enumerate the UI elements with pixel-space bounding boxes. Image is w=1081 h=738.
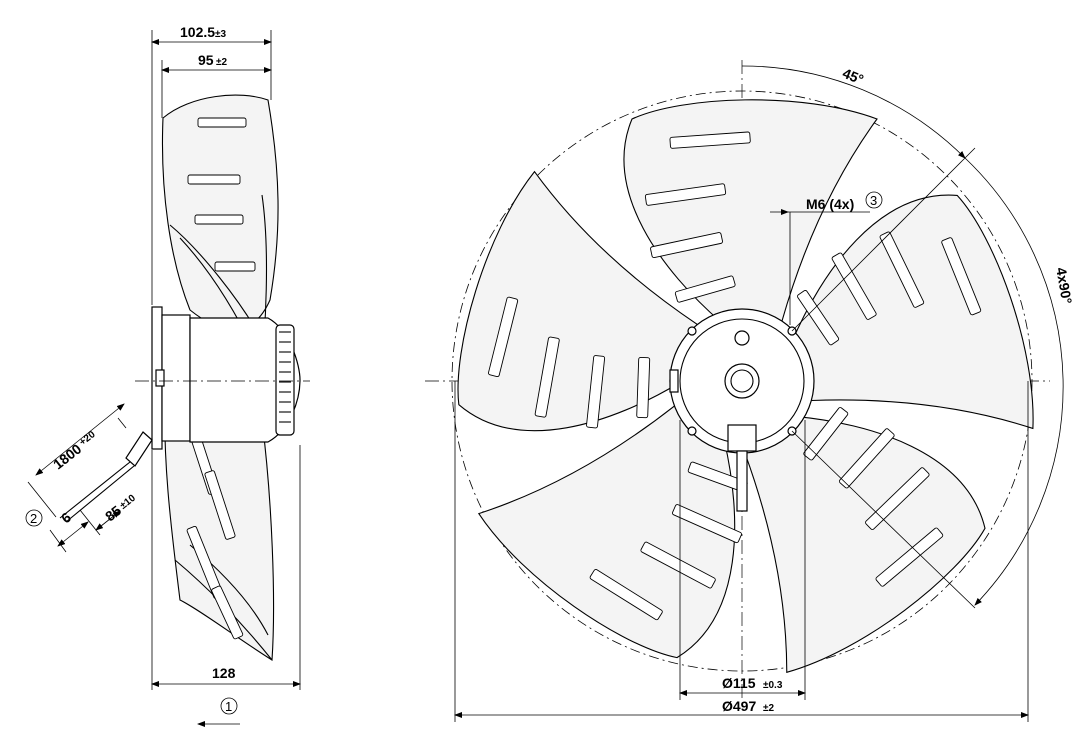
svg-text:1: 1 [225, 699, 232, 714]
dim-cable-length: 1800 +20 [50, 429, 98, 472]
dim-overall-depth: 102.5 ±3 [180, 24, 226, 40]
dim-fan-diameter: Ø497 ±2 [722, 698, 774, 714]
dim-thread: M6 (4x) [806, 196, 854, 212]
svg-text:±0.3: ±0.3 [763, 680, 783, 691]
front-view [425, 60, 1064, 722]
front-hub [669, 308, 815, 512]
svg-text:±2: ±2 [216, 57, 227, 68]
side-dimensions [27, 30, 301, 690]
dim-blade-depth: 95 ±2 [198, 52, 227, 68]
outer-diameter-circle [451, 90, 1033, 672]
side-upper-blade [161, 94, 279, 330]
svg-text:3: 3 [870, 193, 877, 208]
svg-text:Ø497: Ø497 [722, 698, 756, 714]
svg-text:±10: ±10 [118, 493, 138, 512]
svg-text:±3: ±3 [215, 29, 226, 40]
svg-text:2: 2 [30, 511, 37, 526]
svg-text:1800: 1800 [50, 440, 85, 472]
svg-text:+20: +20 [77, 429, 97, 448]
dim-hub-diameter: Ø115 ±0.3 [722, 675, 783, 691]
side-upper-slots [187, 117, 256, 272]
svg-text:102.5: 102.5 [180, 24, 215, 40]
svg-text:95: 95 [198, 52, 214, 68]
svg-text:Ø115: Ø115 [722, 675, 756, 691]
callout-airflow: 1 [197, 697, 240, 727]
front-dimensions [454, 65, 1064, 722]
side-view [27, 30, 310, 690]
svg-text:±2: ±2 [763, 703, 774, 714]
side-motor [151, 306, 301, 450]
dim-wire-length: 85 ±10 [102, 493, 138, 525]
dim-angle-45: 45° [840, 65, 866, 88]
dim-mount-depth: 128 [212, 665, 236, 681]
callout-cable: 2 [25, 509, 43, 527]
callout-thread: 3 [865, 191, 883, 209]
side-lower-slots [186, 425, 244, 640]
dim-angle-4x90: 4x90° [1053, 266, 1075, 305]
